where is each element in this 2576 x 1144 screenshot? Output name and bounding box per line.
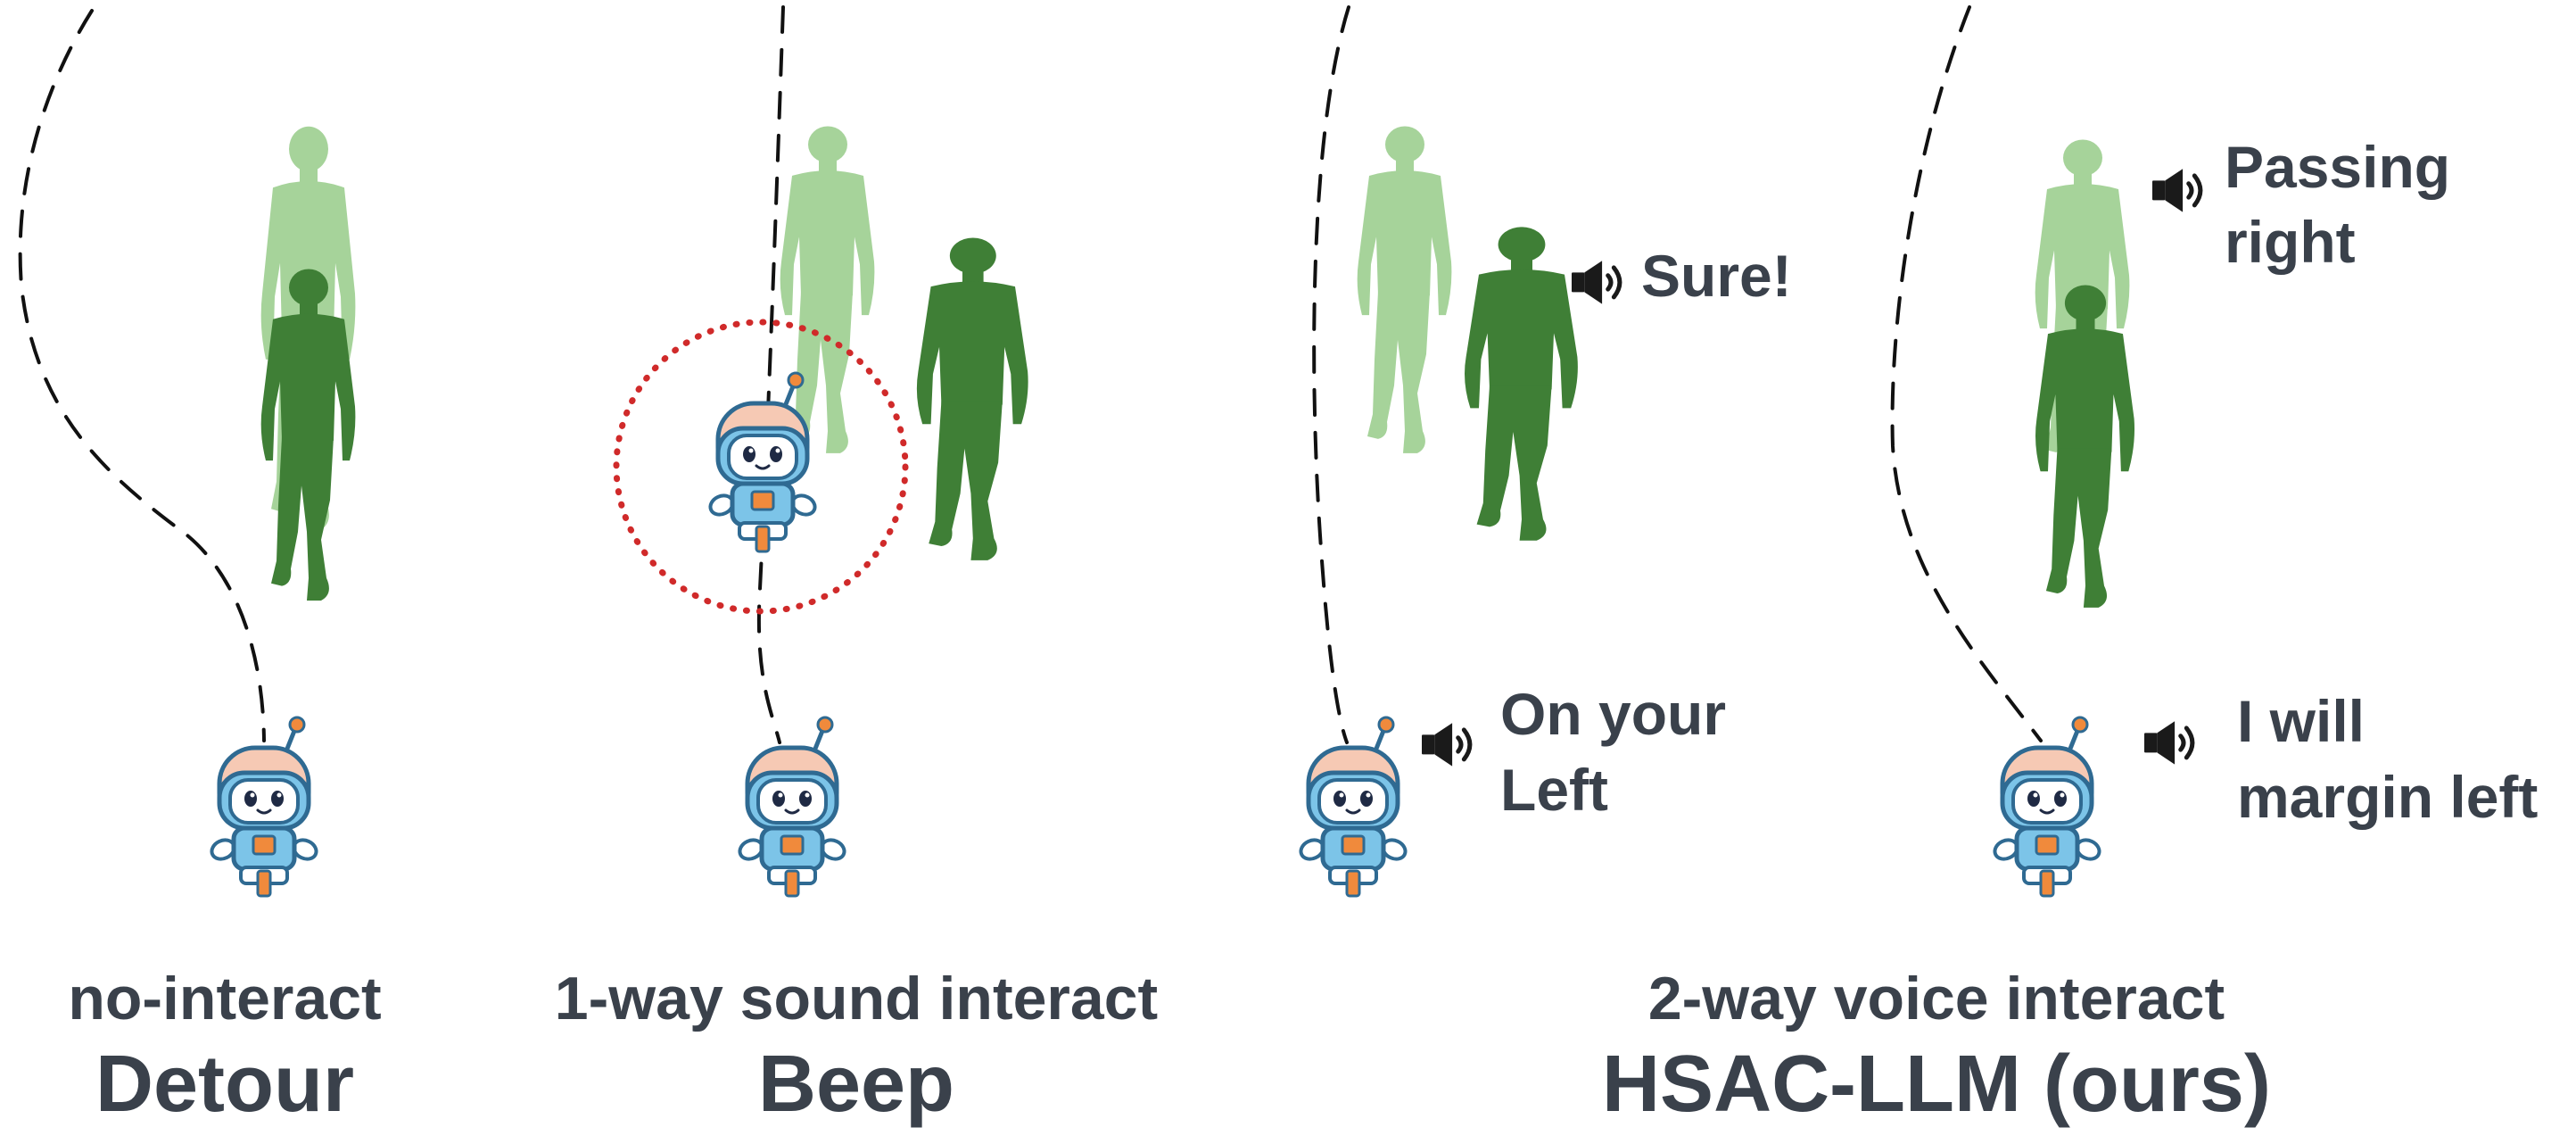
panel-beep (613, 5, 1028, 896)
speech-passing-right-line1: Passing (2225, 134, 2450, 200)
pedestrian-icon-past (780, 126, 875, 453)
robot-trajectory (1890, 5, 2043, 742)
robot-trajectory (18, 9, 266, 742)
scene-a: Sure! On your Left (1298, 5, 1792, 896)
panel-detour (18, 9, 356, 896)
scene-b: Passing right I will margin left (1890, 5, 2538, 896)
robot-icon (1298, 717, 1408, 896)
caption-hsac-subtitle: 2-way voice interact (1648, 965, 2225, 1032)
speaker-icon (1422, 723, 1470, 766)
caption-beep-title: Beep (758, 1040, 954, 1129)
robot-icon (1992, 717, 2102, 896)
speaker-icon (1572, 261, 1620, 303)
robot-icon (209, 717, 319, 896)
caption-hsac-title: HSAC-LLM (ours) (1602, 1040, 2271, 1129)
caption-beep-subtitle: 1-way sound interact (555, 965, 1158, 1032)
robot-icon (737, 717, 847, 896)
speaker-icon (2152, 169, 2200, 211)
caption-detour-subtitle: no-interact (68, 965, 381, 1032)
speech-margin-left-line1: I will (2237, 688, 2365, 754)
robot-trajectory (756, 5, 785, 744)
speaker-icon (2144, 721, 2192, 764)
pedestrian-icon (1465, 227, 1578, 541)
pedestrian-icon-past (1357, 126, 1452, 453)
speech-on-your-left-line1: On your (1500, 681, 1726, 747)
speech-sure: Sure! (1641, 243, 1792, 309)
captions: no-interact Detour 1-way sound interact … (68, 965, 2271, 1129)
pedestrian-icon (916, 237, 1028, 560)
pedestrian-icon (260, 269, 356, 601)
speech-margin-left-line2: margin left (2237, 764, 2538, 830)
beep-caution-ring (613, 319, 909, 615)
speech-passing-right-line2: right (2225, 209, 2356, 275)
speech-on-your-left-line2: Left (1500, 757, 1608, 823)
robot-trajectory (1312, 5, 1350, 744)
panel-hsac: Sure! On your Left Passing right I will … (1298, 5, 2538, 896)
caption-detour-title: Detour (95, 1040, 354, 1129)
